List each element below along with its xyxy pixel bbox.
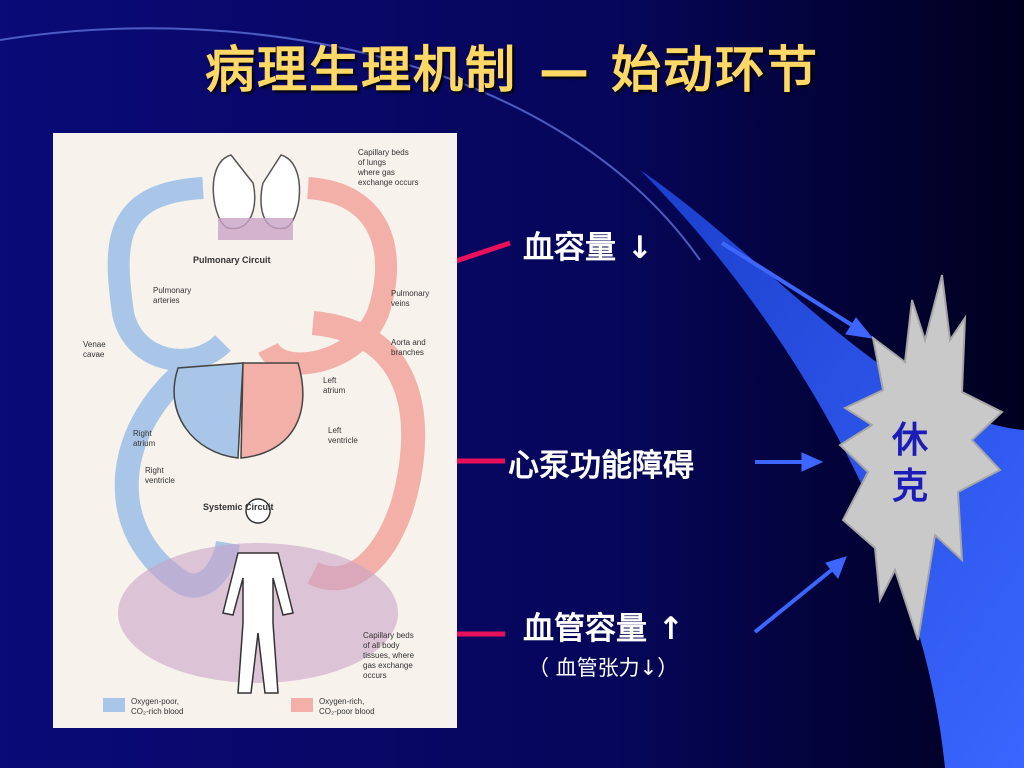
pulmonary-artery-path — [107, 177, 231, 371]
arrow-top — [720, 241, 857, 329]
heart-left-side — [240, 362, 304, 459]
shock-char-1: 休 — [891, 420, 928, 461]
shock-burst — [838, 274, 1004, 641]
label-systemic-circuit: Systemic Circuit — [203, 502, 274, 512]
legend-swatch-oxygen-poor — [103, 698, 125, 712]
label-blood-volume-decrease: 血容量 ↓ — [523, 230, 653, 266]
legend-oxygen-rich: Oxygen-rich,CO₂-poor blood — [319, 697, 375, 716]
title-dash: — — [539, 41, 589, 99]
shock-label: 休 克 — [890, 418, 930, 510]
label-pulmonary-circuit: Pulmonary Circuit — [193, 255, 271, 265]
heart-right-side — [173, 362, 244, 459]
shock-char-2: 克 — [891, 466, 928, 507]
lung-capillaries — [218, 218, 293, 240]
human-figure — [222, 498, 294, 694]
label-vascular-tone-note: （ 血管张力↓） — [528, 656, 679, 680]
decorative-curve-band — [640, 170, 1024, 768]
slide-title: 病理生理机制 — 始动环节 — [0, 30, 1024, 102]
circulation-figure: Pulmonary Circuit Systemic Circuit Capil… — [53, 133, 457, 728]
arrow-bottom — [753, 566, 836, 634]
right-lung — [260, 154, 301, 230]
title-left: 病理生理机制 — [205, 41, 517, 99]
left-lung — [212, 154, 256, 230]
title-right: 始动环节 — [611, 41, 819, 99]
legend-oxygen-poor: Oxygen-poor,CO₂-rich blood — [131, 697, 183, 716]
label-vascular-volume-increase: 血管容量 ↑ — [523, 611, 684, 647]
label-heart-pump-failure: 心泵功能障碍 — [508, 448, 694, 484]
circulation-diagram: Pulmonary Circuit Systemic Circuit Capil… — [83, 148, 429, 716]
legend-swatch-oxygen-rich — [291, 698, 313, 712]
